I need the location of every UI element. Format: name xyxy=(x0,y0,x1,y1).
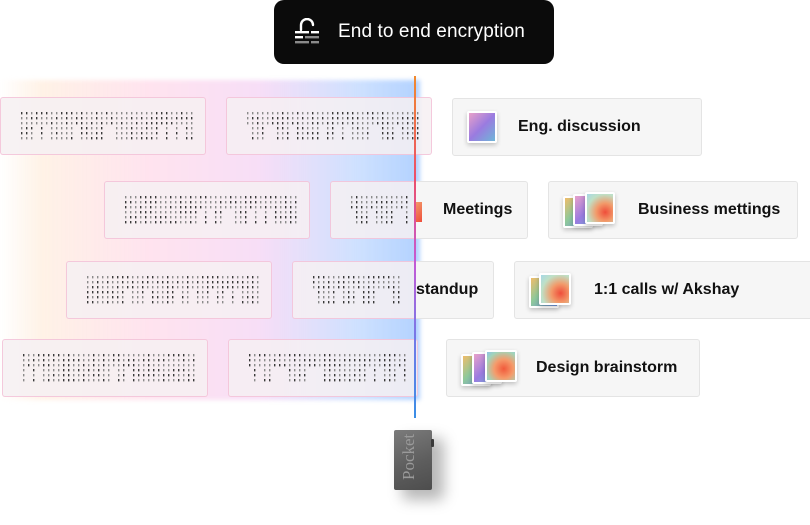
unlock-icon xyxy=(295,18,319,44)
thumbnail xyxy=(585,192,615,224)
card-label: Business mettings xyxy=(638,201,781,218)
thumbnail xyxy=(485,350,517,382)
scrambled-text-pattern xyxy=(21,112,193,140)
encrypted-card xyxy=(226,97,432,155)
card-label: Eng. discussion xyxy=(518,118,641,135)
scrambled-text-pattern xyxy=(247,112,419,140)
card-meetings: Meetings xyxy=(416,181,528,239)
card-standup: standup xyxy=(416,261,494,319)
card-eng-discussion: Eng. discussion xyxy=(452,98,702,156)
thumbnail xyxy=(467,111,497,143)
encrypted-card xyxy=(228,339,418,397)
scrambled-text-pattern xyxy=(249,354,406,382)
encryption-line xyxy=(414,76,416,418)
encrypted-card xyxy=(2,339,208,397)
scrambled-text-pattern xyxy=(313,276,400,304)
encrypted-card xyxy=(104,181,310,239)
card-label: standup xyxy=(416,281,479,298)
encryption-header: End to end encryption xyxy=(274,0,554,64)
card-label: 1:1 calls w/ Akshay xyxy=(594,281,740,298)
device-label: Pocket xyxy=(399,433,418,480)
thumbnail-fragment xyxy=(416,202,422,222)
scrambled-text-pattern xyxy=(23,354,195,382)
card-business-meetings: Business mettings xyxy=(548,181,798,239)
card-label: Meetings xyxy=(443,201,513,218)
encrypted-card xyxy=(292,261,416,319)
encrypted-card xyxy=(330,181,422,239)
card-label: Design brainstorm xyxy=(536,359,678,376)
card-one-on-one: 1:1 calls w/ Akshay xyxy=(514,261,810,319)
device-button xyxy=(431,439,434,447)
encrypted-card xyxy=(0,97,206,155)
card-design-brainstorm: Design brainstorm xyxy=(446,339,700,397)
scrambled-text-pattern xyxy=(125,196,297,224)
pocket-device: Pocket xyxy=(394,430,434,490)
scrambled-text-pattern xyxy=(351,196,408,224)
encryption-title: End to end encryption xyxy=(338,21,525,42)
encrypted-card xyxy=(66,261,272,319)
scrambled-text-pattern xyxy=(87,276,259,304)
thumbnail xyxy=(539,273,571,305)
